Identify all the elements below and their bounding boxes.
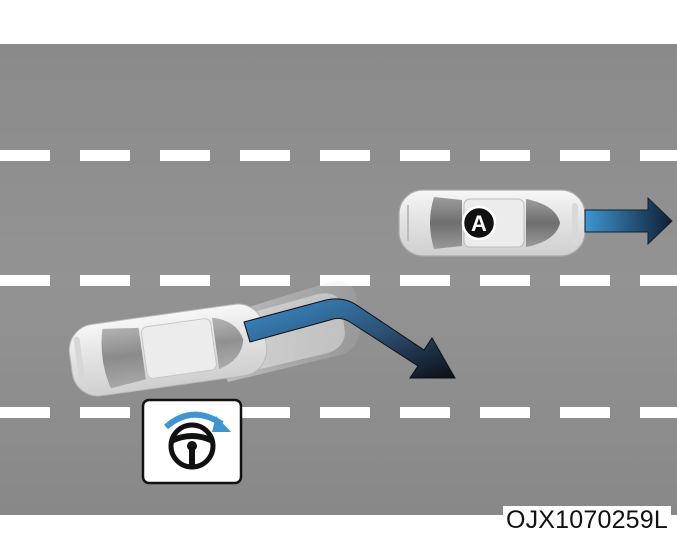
lane-dash [160, 275, 210, 286]
own-vehicle [68, 303, 268, 397]
lane-dash [400, 150, 450, 161]
lane-dash [560, 150, 610, 161]
lane-dash [640, 407, 677, 418]
lane-dash [320, 275, 370, 286]
lane-dash [240, 150, 290, 161]
lane-dash [320, 407, 370, 418]
lane-dash [0, 407, 50, 418]
lane-dash [480, 407, 530, 418]
clockwise-rotation-arrow-icon [164, 411, 231, 432]
lane-dash [560, 407, 610, 418]
lane-dash [80, 407, 130, 418]
lane-dash [80, 275, 130, 286]
lane-dash [320, 150, 370, 161]
lane-dash [640, 275, 677, 286]
vehicle-a-marker: A [461, 205, 497, 241]
figure-code-label: OJX1070259L [502, 506, 671, 535]
lane-dash [400, 275, 450, 286]
lane-dash [240, 407, 290, 418]
vehicle-a-direction-arrow [584, 196, 673, 246]
lane-dash [240, 275, 290, 286]
vehicle-a-label: A [471, 211, 487, 236]
steering-wheel-icon [168, 422, 216, 470]
own-vehicle-lane-change-arrow [243, 298, 456, 379]
lane-dash [400, 407, 450, 418]
lane-dash [480, 150, 530, 161]
lane-dash [80, 150, 130, 161]
steering-indicator [141, 398, 243, 485]
lane-dash [0, 150, 50, 161]
lane-dash [160, 150, 210, 161]
lane-dash [640, 150, 677, 161]
lane-dash [480, 275, 530, 286]
lane-dash [0, 275, 50, 286]
lane-dash [560, 275, 610, 286]
